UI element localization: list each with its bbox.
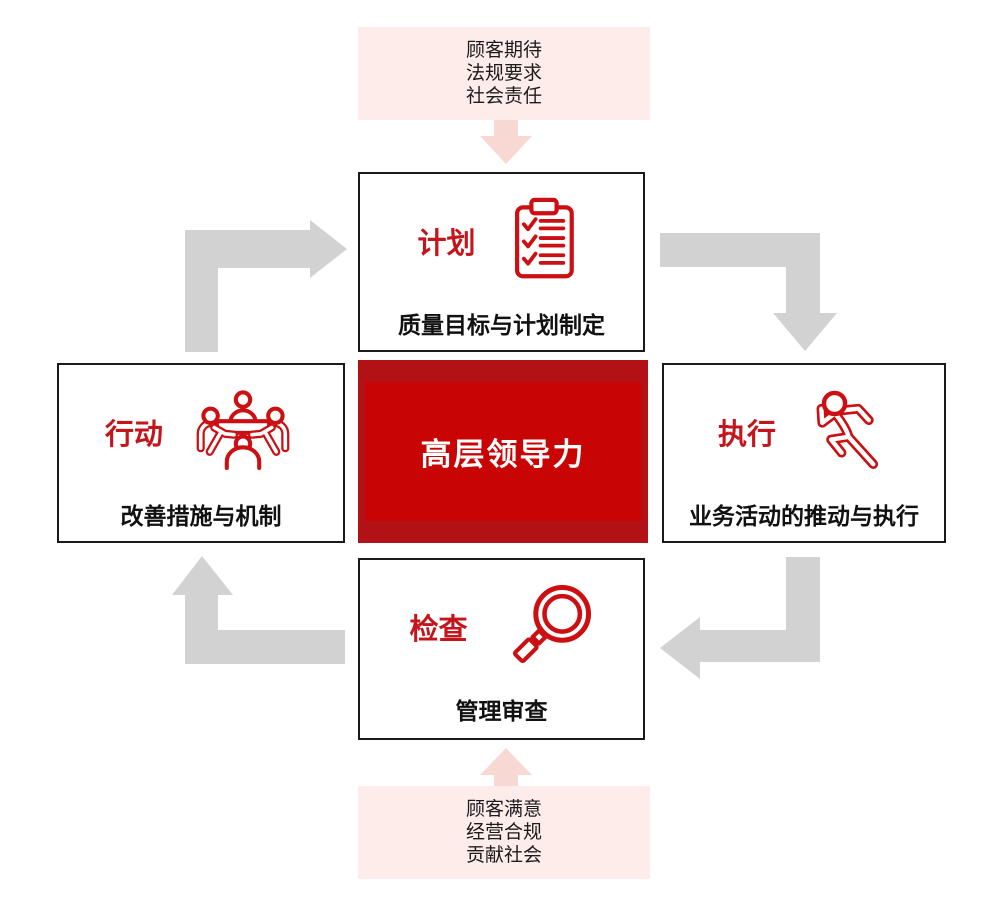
- check-title: 检查: [409, 614, 468, 646]
- stage-box-do: 执行 业务活动的推动与执行: [662, 363, 946, 543]
- leadership-inner-panel: 高层领导力: [365, 382, 641, 521]
- outputs-box: 顾客满意 经营合规 贡献社会: [358, 786, 650, 879]
- input-arrow-down: [480, 120, 532, 164]
- do-title: 执行: [717, 419, 776, 451]
- arrow-do-to-check: [660, 557, 820, 679]
- clipboard-checklist-icon: [514, 197, 574, 279]
- stage-box-check: 检查 管理审查: [358, 558, 645, 740]
- meeting-icon: [196, 390, 290, 471]
- plan-title-row: 计划: [417, 184, 585, 298]
- arrow-check-to-act: [172, 556, 345, 664]
- output-arrow-up: [480, 748, 532, 788]
- inputs-box: 顾客期待 法规要求 社会责任: [358, 27, 650, 120]
- outputs-line: 顾客满意: [465, 799, 542, 820]
- outputs-line: 贡献社会: [465, 845, 542, 866]
- check-title-row: 检查: [409, 570, 593, 684]
- leadership-box: 高层领导力: [358, 360, 648, 543]
- inputs-line: 法规要求: [465, 63, 542, 84]
- act-title: 行动: [104, 419, 163, 451]
- act-label: 改善措施与机制: [120, 503, 282, 529]
- leadership-label: 高层领导力: [420, 437, 586, 472]
- stage-box-act: 行动 改善措施与机制: [57, 363, 345, 543]
- inputs-line: 顾客期待: [465, 40, 542, 61]
- outputs-line: 经营合规: [465, 822, 542, 843]
- do-title-row: 执行: [718, 375, 890, 489]
- plan-title: 计划: [417, 228, 476, 260]
- check-label: 管理审查: [455, 698, 548, 724]
- plan-label: 质量目标与计划制定: [398, 312, 605, 338]
- arrow-act-to-plan: [185, 220, 347, 352]
- inputs-line: 社会责任: [465, 86, 542, 107]
- act-title-row: 行动: [105, 375, 297, 489]
- arrow-plan-to-do: [660, 233, 837, 351]
- runner-icon: [816, 390, 879, 469]
- stage-box-plan: 计划 质量目标与计划制定: [358, 172, 645, 352]
- magnifier-icon: [512, 584, 591, 663]
- do-label: 业务活动的推动与执行: [689, 503, 919, 529]
